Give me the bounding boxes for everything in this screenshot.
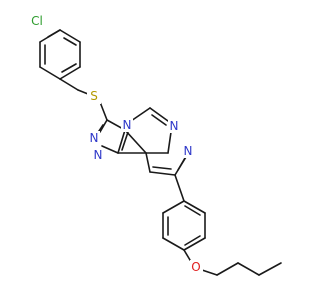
bond xyxy=(177,157,186,171)
sulfur-atom: S xyxy=(87,89,101,104)
bond xyxy=(59,29,81,43)
bond xyxy=(184,235,201,246)
bond xyxy=(59,66,81,80)
nitrogen-atom: N xyxy=(92,148,104,162)
nitrogen-label: N xyxy=(90,131,99,145)
bond xyxy=(174,174,185,202)
bond xyxy=(145,152,151,173)
bond xyxy=(61,63,77,73)
nitrogen-label: N xyxy=(184,144,193,158)
bonds xyxy=(39,29,282,276)
oxygen-atom: O xyxy=(190,260,203,274)
nitrogen-label: N xyxy=(94,148,103,162)
bond xyxy=(216,262,239,276)
bond xyxy=(149,107,169,122)
bond xyxy=(237,262,260,276)
bond xyxy=(162,237,185,251)
bond xyxy=(183,237,206,251)
sulfur-label: S xyxy=(90,89,98,103)
bond xyxy=(77,89,89,95)
bond xyxy=(99,101,108,121)
bond xyxy=(39,66,61,80)
bond xyxy=(152,166,172,170)
bond xyxy=(167,131,172,154)
chlorine-atom: Cl xyxy=(26,14,46,29)
bond xyxy=(130,107,151,122)
bond xyxy=(162,200,185,214)
oxygen-label: O xyxy=(191,260,200,274)
atom-labels: Cl S N N N N N O xyxy=(26,14,203,274)
bond xyxy=(184,205,201,216)
nitrogen-label: N xyxy=(170,119,179,133)
bond xyxy=(59,78,79,91)
nitrogen-label: N xyxy=(123,118,132,132)
chlorine-label: Cl xyxy=(31,14,43,28)
nitrogen-atom: N xyxy=(182,144,194,158)
bond xyxy=(117,129,126,154)
nitrogen-atom: N xyxy=(88,131,100,145)
bond xyxy=(101,145,119,154)
molecule-structure: Cl S N N N N N O xyxy=(26,14,282,276)
bond xyxy=(121,131,129,151)
bond xyxy=(63,37,77,46)
bond xyxy=(124,129,147,154)
bond xyxy=(183,249,191,261)
bond xyxy=(183,200,206,214)
bond xyxy=(99,119,108,133)
bond xyxy=(201,269,218,276)
bond xyxy=(151,114,167,126)
nitrogen-atom: N xyxy=(168,119,180,133)
bond xyxy=(258,262,282,276)
nitrogen-atom: N xyxy=(121,118,133,132)
bond xyxy=(149,171,176,176)
bond xyxy=(39,29,61,43)
